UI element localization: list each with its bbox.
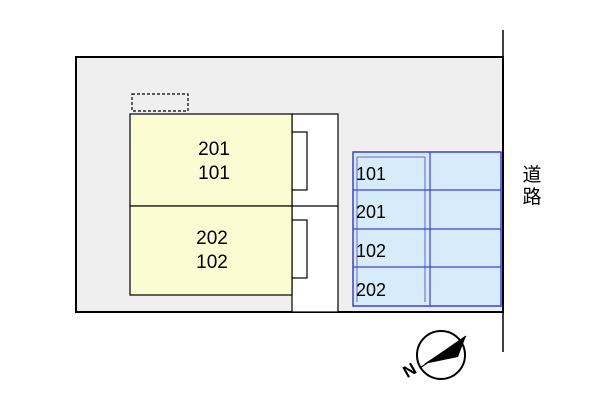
road-label-char-1: 道 <box>522 164 541 186</box>
parking-space-label: 201 <box>356 202 386 222</box>
parking-lot <box>352 151 502 307</box>
north-label: N <box>400 359 420 382</box>
parking-space-label: 102 <box>356 241 386 261</box>
road-label-char-2: 路 <box>522 186 541 208</box>
parking-space-label: 101 <box>356 164 386 184</box>
building-unit-lower <box>129 205 293 296</box>
parking-space-label: 202 <box>356 280 386 300</box>
stair-lower <box>291 219 308 279</box>
upper-unit-label-2: 101 <box>198 163 230 184</box>
dashed-box <box>131 93 189 112</box>
stair-upper <box>291 131 308 191</box>
lower-unit-label-2: 102 <box>196 252 228 273</box>
upper-unit-label-1: 201 <box>198 139 230 160</box>
building-unit-upper <box>129 113 293 207</box>
lower-unit-label-1: 202 <box>196 228 228 249</box>
north-arrow-icon <box>416 330 467 380</box>
